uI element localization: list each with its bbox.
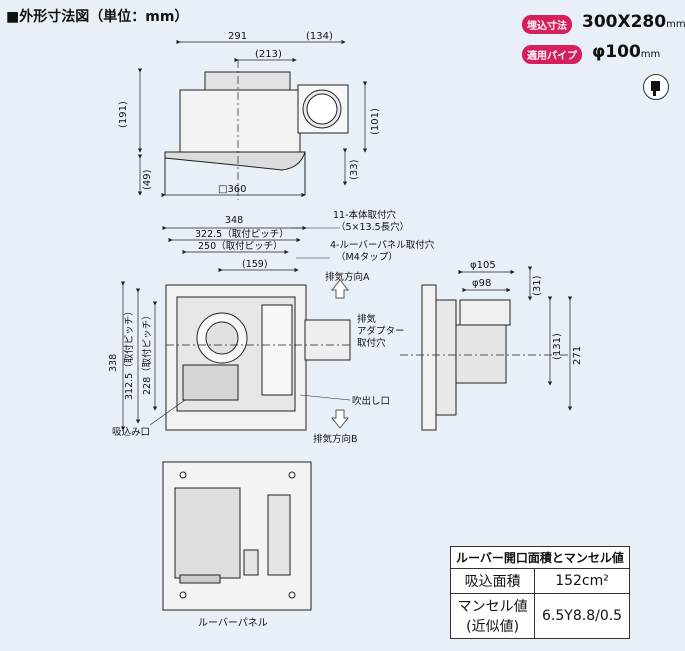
- pipe-value: φ100: [592, 42, 641, 62]
- front-duct: [304, 319, 351, 361]
- dim-105: φ105: [470, 260, 496, 271]
- dim-291: 291: [228, 31, 247, 42]
- label-exhaust-b: 排気方向B: [313, 433, 358, 445]
- spec-table: ルーバー開口面積とマンセル値 吸込面積 152cm² マンセル値 (近似値) 6…: [449, 546, 630, 639]
- install-icon: [643, 74, 669, 100]
- size-badge: 埋込寸法: [522, 15, 572, 34]
- dim-131: (131): [552, 333, 563, 360]
- spec-row-label-1: 吸込面積: [449, 568, 536, 594]
- label-louver-hole: 4-ルーバーパネル取付穴: [330, 239, 435, 251]
- dim-348: 348: [225, 215, 243, 226]
- pipe-unit: mm: [640, 49, 661, 60]
- dim-101: (101): [370, 108, 381, 135]
- dim-3125: 312.5（取付ピッチ）: [123, 306, 135, 400]
- side-body: [455, 324, 507, 384]
- dim-191: (191): [118, 101, 129, 128]
- side-view-dims: φ105 φ98 (31) (131) 271: [470, 260, 583, 365]
- pipe-badge: 適用パイプ: [522, 45, 582, 64]
- dim-228: 228（取付ピッチ）: [141, 310, 153, 395]
- top-box: [204, 71, 291, 91]
- top-view: [137, 39, 368, 200]
- spec-table-header: ルーバー開口面積とマンセル値: [450, 546, 630, 569]
- label-exhaust-a: 排気方向A: [325, 271, 370, 283]
- front-view-texts: 348 322.5（取付ピッチ） 250（取付ピッチ） (159) 338 31…: [108, 209, 435, 445]
- fan-inner: [205, 321, 239, 355]
- label-adapter-1: 排気: [357, 313, 377, 325]
- top-panel: [164, 151, 306, 171]
- label-adapter-3: 取付穴: [357, 337, 386, 349]
- pipe-spec: φ100mm: [592, 42, 660, 62]
- label-outlet: 吹出し口: [352, 395, 390, 407]
- louver-outlet: [267, 494, 291, 576]
- size-unit: mm: [666, 19, 685, 30]
- spec-row-label-2: マンセル値 (近似値): [449, 593, 536, 639]
- side-view: [400, 266, 573, 431]
- page-title: ■外形寸法図（単位：mm）: [6, 9, 189, 25]
- dim-49: (49): [142, 169, 153, 190]
- side-panel: [421, 284, 437, 431]
- top-view-dims: 291 (134) (213) (191) (101) (33) (49) □3…: [118, 31, 381, 195]
- size-spec: 300X280mm: [582, 12, 685, 32]
- dim-271: 271: [572, 346, 583, 365]
- side-duct: [459, 299, 511, 326]
- front-grille: [182, 364, 239, 401]
- front-duct-box: [261, 304, 293, 396]
- label-hole11-sub: （5×13.5長穴）: [336, 221, 409, 233]
- exhaust-a-arrow: [330, 279, 350, 299]
- dim-250: 250（取付ピッチ）: [198, 240, 283, 252]
- dim-3225: 322.5（取付ピッチ）: [195, 228, 289, 240]
- label-adapter-2: アダプター: [357, 325, 405, 337]
- install-icon-glyph: [651, 81, 660, 96]
- louver-grille: [174, 487, 241, 579]
- dim-360: □360: [218, 184, 247, 195]
- dim-98: φ98: [472, 278, 491, 289]
- exhaust-b-arrow: [330, 409, 350, 429]
- spec-row-value-2: 6.5Y8.8/0.5: [534, 593, 630, 639]
- label-louver-hole-sub: （M4タップ）: [336, 251, 398, 263]
- dim-134: (134): [306, 31, 333, 42]
- size-value: 300X280: [582, 12, 667, 32]
- dim-31: (31): [532, 275, 543, 296]
- front-view: [120, 225, 351, 431]
- label-inlet: 吸込み口: [112, 427, 150, 438]
- dim-338: 338: [108, 354, 119, 372]
- spec-row-value-1: 152cm²: [534, 568, 630, 594]
- panel-label: ルーバーパネル: [198, 617, 268, 629]
- top-body: [179, 89, 301, 153]
- dim-159: (159): [242, 259, 268, 270]
- louver-panel: [162, 461, 312, 611]
- label-hole11: 11-本体取付穴: [333, 209, 397, 221]
- dim-213: (213): [255, 49, 282, 60]
- dim-33: (33): [349, 159, 360, 180]
